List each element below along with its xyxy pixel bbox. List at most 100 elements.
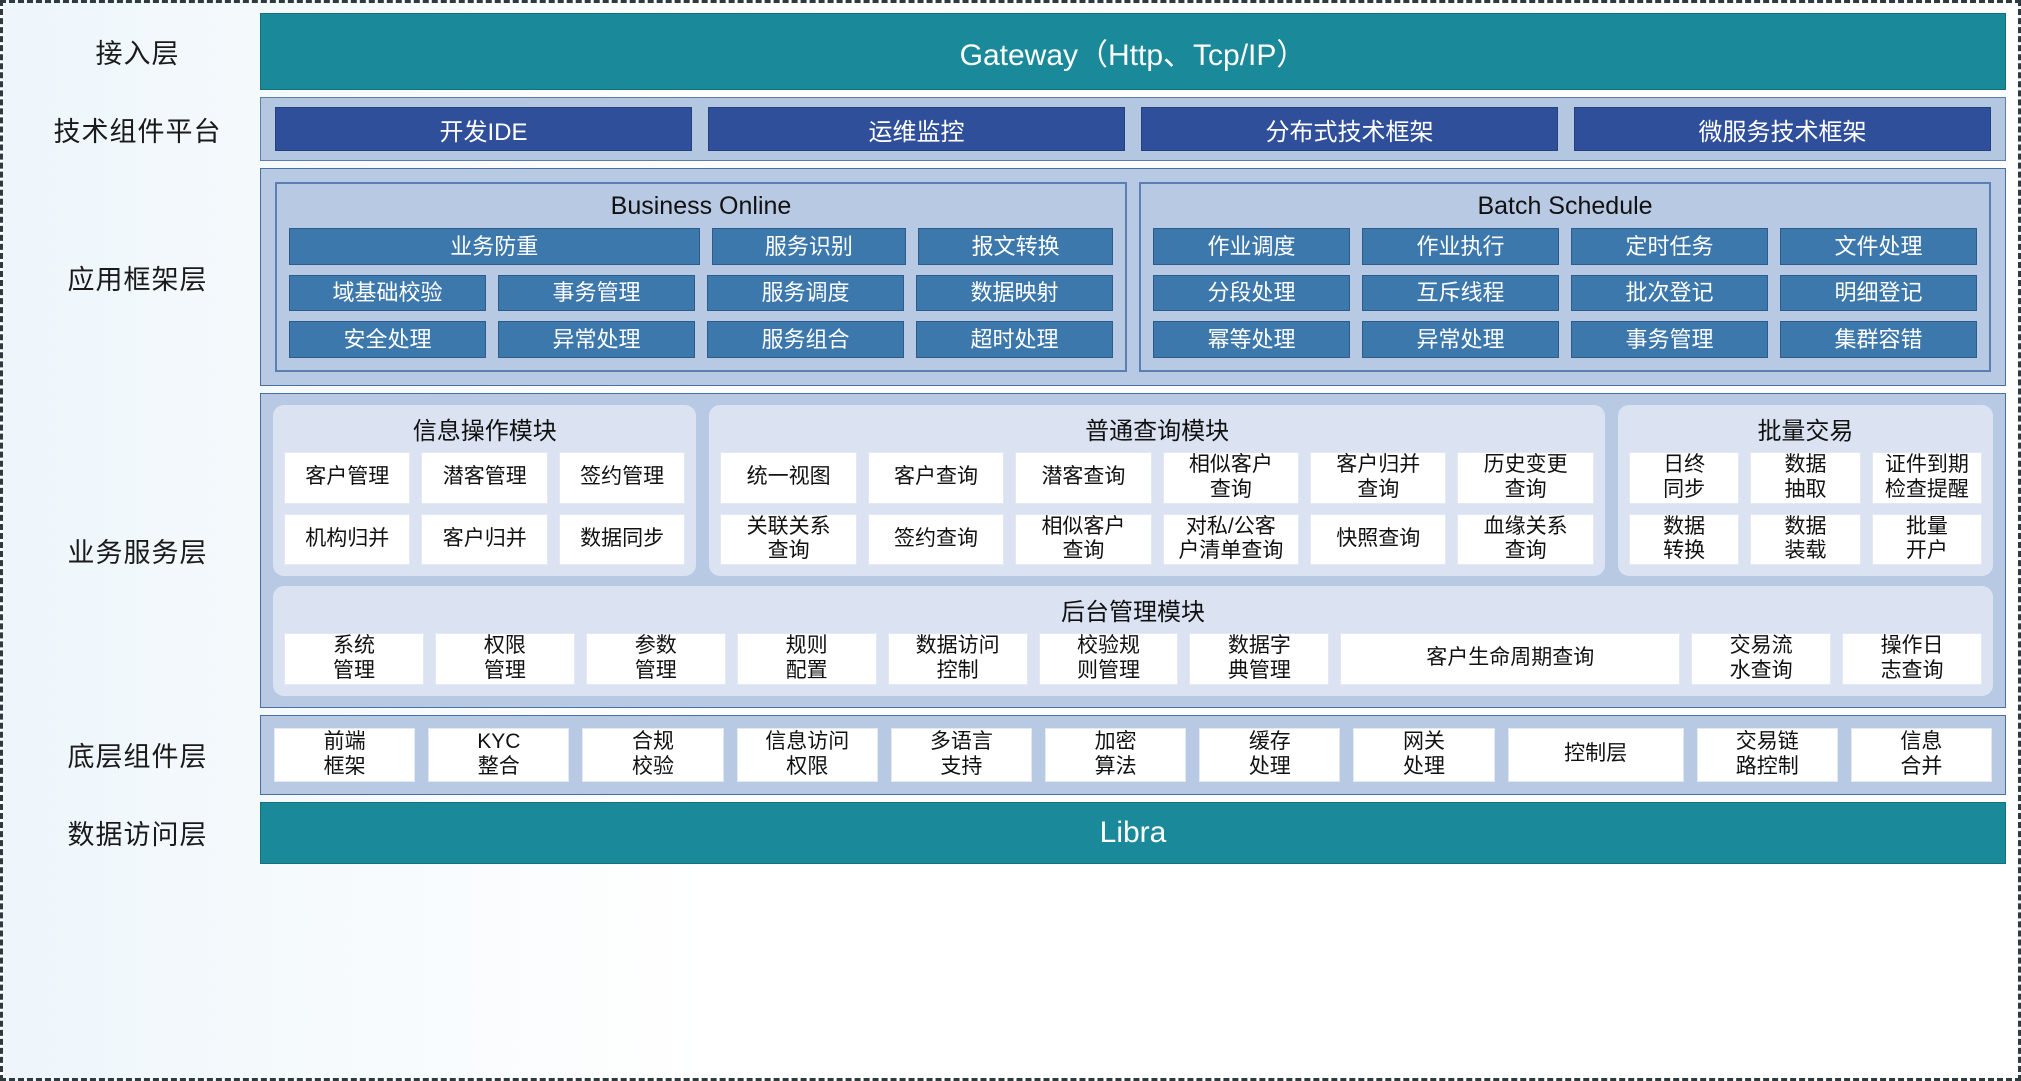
tech-chip[interactable]: 开发IDE — [275, 107, 692, 151]
app-cell[interactable]: 域基础校验 — [289, 274, 486, 312]
layer-label-access: 接入层 — [95, 39, 180, 69]
app-cell[interactable]: 明细登记 — [1780, 274, 1977, 312]
base-cell[interactable]: 控制层 — [1507, 727, 1684, 782]
service-cell[interactable]: 血缘关系查询 — [1457, 513, 1594, 566]
app-cell[interactable]: 异常处理 — [498, 321, 695, 359]
app-grid-row: 作业调度 作业执行 定时任务 文件处理 — [1153, 228, 1977, 265]
service-cell[interactable]: 相似客户查询 — [1162, 452, 1300, 504]
base-cell[interactable]: 信息合并 — [1850, 727, 1993, 782]
service-cell[interactable]: 证件到期检查提醒 — [1871, 452, 1983, 504]
service-cell[interactable]: 数据同步 — [558, 513, 686, 566]
module-row: 系统管理 权限管理 参数管理 规则配置 数据访问控制 校验规则管理 数据字典管理… — [284, 633, 1983, 685]
service-cell[interactable]: 客户归并查询 — [1310, 452, 1447, 504]
app-grid-row: 幂等处理 异常处理 事务管理 集群容错 — [1153, 321, 1977, 359]
backoffice-cell[interactable]: 系统管理 — [284, 633, 424, 685]
service-cell[interactable]: 批量开户 — [1871, 513, 1983, 566]
service-cell[interactable]: 机构归并 — [284, 513, 411, 566]
libra-bar: Libra — [260, 801, 2006, 864]
app-cell[interactable]: 事务管理 — [498, 274, 695, 312]
app-cell[interactable]: 安全处理 — [289, 321, 486, 359]
app-cell[interactable]: 互斥线程 — [1362, 274, 1559, 312]
app-cell[interactable]: 异常处理 — [1362, 321, 1559, 359]
backoffice-cell[interactable]: 操作日志查询 — [1842, 633, 1983, 685]
base-cell[interactable]: 加密算法 — [1045, 727, 1187, 782]
layer-row-data: 数据访问层 Libra — [15, 801, 2006, 864]
app-framework-panel: Business Online 业务防重 服务识别 报文转换 域基础校验 事务管… — [260, 168, 2006, 386]
layer-row-access: 接入层 Gateway（Http、Tcp/IP） — [15, 13, 2006, 90]
group-title: Business Online — [610, 192, 792, 220]
app-cell[interactable]: 文件处理 — [1780, 228, 1977, 265]
layer-label-tech: 技术组件平台 — [53, 116, 222, 147]
tech-chip[interactable]: 运维监控 — [708, 107, 1125, 151]
app-cell[interactable]: 业务防重 — [289, 228, 700, 265]
app-cell[interactable]: 服务调度 — [707, 274, 904, 312]
app-cell[interactable]: 定时任务 — [1571, 228, 1768, 265]
base-cell[interactable]: 合规校验 — [582, 727, 724, 782]
module-title: 批量交易 — [1757, 418, 1854, 445]
app-cell[interactable]: 作业执行 — [1362, 228, 1559, 265]
backoffice-cell[interactable]: 参数管理 — [585, 633, 726, 685]
app-cell[interactable]: 服务识别 — [711, 228, 907, 265]
backoffice-cell[interactable]: 权限管理 — [434, 633, 575, 685]
service-cell[interactable]: 相似客户查询 — [1015, 513, 1152, 566]
layer-label-data: 数据访问层 — [67, 820, 208, 851]
app-cell[interactable]: 分段处理 — [1153, 274, 1350, 312]
service-cell[interactable]: 客户归并 — [421, 513, 548, 566]
backoffice-cell[interactable]: 规则配置 — [736, 633, 877, 685]
app-cell[interactable]: 批次登记 — [1571, 274, 1768, 312]
app-cell[interactable]: 事务管理 — [1571, 321, 1768, 359]
module-row: 数据转换 数据装载 批量开户 — [1628, 513, 1983, 566]
service-cell[interactable]: 快照查询 — [1310, 513, 1447, 566]
base-cell[interactable]: 多语言支持 — [890, 727, 1033, 782]
base-cell[interactable]: 信息访问权限 — [736, 727, 878, 782]
base-cell[interactable]: 缓存处理 — [1199, 727, 1341, 782]
tech-chip[interactable]: 分布式技术框架 — [1141, 107, 1558, 151]
app-cell[interactable]: 作业调度 — [1153, 228, 1350, 265]
base-cell[interactable]: 前端框架 — [274, 727, 416, 782]
backoffice-cell[interactable]: 数据访问控制 — [887, 633, 1028, 685]
app-cell[interactable]: 超时处理 — [916, 321, 1113, 359]
base-cell[interactable]: 交易链路控制 — [1696, 727, 1838, 782]
app-cell[interactable]: 服务组合 — [707, 321, 904, 359]
app-cell[interactable]: 集群容错 — [1780, 321, 1977, 359]
service-cell[interactable]: 潜客管理 — [421, 452, 548, 504]
module-common-query: 普通查询模块 统一视图 客户查询 潜客查询 相似客户查询 客户归并查询 历史变更… — [709, 405, 1605, 577]
app-group-batch-schedule: Batch Schedule 作业调度 作业执行 定时任务 文件处理 分段处理 … — [1139, 182, 1991, 372]
service-cell[interactable]: 数据装载 — [1750, 513, 1861, 566]
service-cell[interactable]: 客户查询 — [867, 452, 1005, 504]
service-cell[interactable]: 数据抽取 — [1750, 452, 1861, 504]
app-grid-row: 安全处理 异常处理 服务组合 超时处理 — [289, 321, 1113, 359]
backoffice-cell[interactable]: 客户生命周期查询 — [1340, 633, 1681, 685]
backoffice-cell[interactable]: 交易流水查询 — [1691, 633, 1832, 685]
app-cell[interactable]: 幂等处理 — [1153, 321, 1350, 359]
base-cell[interactable]: 网关处理 — [1353, 727, 1495, 782]
service-cell[interactable]: 日终同步 — [1628, 452, 1740, 504]
module-row: 统一视图 客户查询 潜客查询 相似客户查询 客户归并查询 历史变更查询 — [720, 452, 1594, 504]
layer-row-app: 应用框架层 Business Online 业务防重 服务识别 报文转换 域 — [15, 168, 2006, 386]
layer-label-service: 业务服务层 — [67, 537, 208, 568]
service-cell[interactable]: 客户管理 — [284, 452, 411, 504]
service-cell[interactable]: 历史变更查询 — [1457, 452, 1594, 504]
app-grid-row: 域基础校验 事务管理 服务调度 数据映射 — [289, 274, 1113, 312]
service-cell[interactable]: 潜客查询 — [1015, 452, 1152, 504]
app-cell[interactable]: 数据映射 — [916, 274, 1113, 312]
tech-platform-panel: 开发IDE 运维监控 分布式技术框架 微服务技术框架 — [260, 97, 2006, 161]
app-cell[interactable]: 报文转换 — [918, 228, 1113, 265]
tech-chip[interactable]: 微服务技术框架 — [1574, 107, 1991, 151]
service-cell[interactable]: 签约管理 — [558, 452, 686, 504]
service-cell[interactable]: 数据转换 — [1628, 513, 1740, 566]
app-grid-row: 分段处理 互斥线程 批次登记 明细登记 — [1153, 274, 1977, 312]
service-cell[interactable]: 签约查询 — [867, 513, 1005, 566]
service-cell[interactable]: 统一视图 — [720, 452, 857, 504]
module-title: 信息操作模块 — [412, 418, 557, 445]
module-batch-transaction: 批量交易 日终同步 数据抽取 证件到期检查提醒 数据转换 数据装载 — [1617, 405, 1993, 577]
backoffice-cell[interactable]: 校验规则管理 — [1038, 633, 1179, 685]
backoffice-cell[interactable]: 数据字典管理 — [1189, 633, 1330, 685]
service-cell[interactable]: 对私/公客户清单查询 — [1162, 513, 1300, 566]
service-cell[interactable]: 关联关系查询 — [720, 513, 857, 566]
module-title: 普通查询模块 — [1085, 418, 1230, 445]
module-title: 后台管理模块 — [1061, 599, 1205, 627]
group-title: Batch Schedule — [1477, 192, 1653, 220]
